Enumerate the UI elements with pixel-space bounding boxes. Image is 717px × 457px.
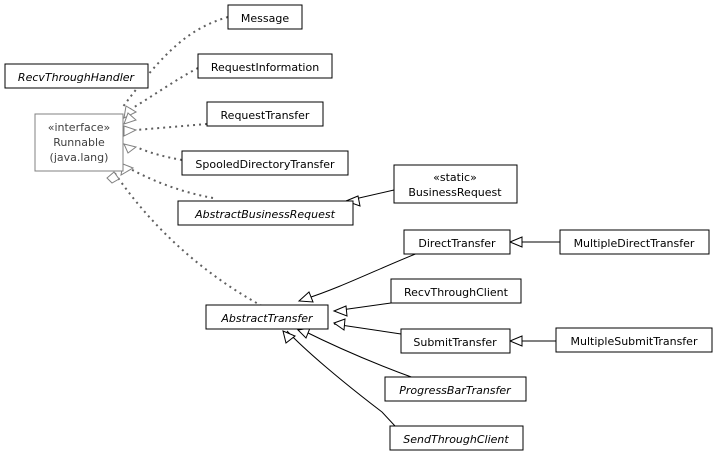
class-message[interactable]: Message <box>227 4 303 30</box>
arrowhead-abstracttransfer-1 <box>297 291 314 303</box>
multiple-direct-transfer-name: MultipleDirectTransfer <box>574 237 695 250</box>
edge-requesttransfer-runnable <box>135 123 208 131</box>
class-spooled-directory-transfer[interactable]: SpooledDirectoryTransfer <box>181 150 349 176</box>
arrowhead-runnable-6 <box>106 171 120 184</box>
class-abstract-transfer[interactable]: AbstractTransfer <box>205 304 329 330</box>
business-request-stereotype: «static» <box>433 171 477 184</box>
request-information-name: RequestInformation <box>211 61 319 74</box>
progress-bar-transfer-name: ProgressBarTransfer <box>399 384 512 397</box>
arrowhead-abstracttransfer-5 <box>282 330 296 344</box>
edge-abstracttransfer-runnable <box>113 171 263 307</box>
class-business-request[interactable]: «static» BusinessRequest <box>393 164 518 204</box>
arrowhead-submit <box>508 335 523 347</box>
class-multiple-direct-transfer[interactable]: MultipleDirectTransfer <box>559 229 710 255</box>
class-runnable[interactable]: «interface» Runnable (java.lang) <box>34 113 124 172</box>
abstract-transfer-name: AbstractTransfer <box>220 312 314 325</box>
class-progress-bar-transfer[interactable]: ProgressBarTransfer <box>384 376 527 402</box>
arrowhead-runnable-4 <box>123 143 138 154</box>
arrowhead-direct <box>508 236 523 248</box>
edge-message-runnable <box>121 16 229 109</box>
class-request-transfer[interactable]: RequestTransfer <box>206 101 324 127</box>
edge-submit-abstracttransfer <box>333 323 402 335</box>
edge-spooled-runnable <box>135 146 183 161</box>
class-direct-transfer[interactable]: DirectTransfer <box>403 229 511 255</box>
runnable-name: Runnable <box>53 136 105 149</box>
edge-direct-abstracttransfer <box>304 252 419 300</box>
business-request-name: BusinessRequest <box>408 186 502 199</box>
class-abstract-business-request[interactable]: AbstractBusinessRequest <box>177 200 354 226</box>
class-request-information[interactable]: RequestInformation <box>197 53 333 79</box>
class-recv-through-client[interactable]: RecvThroughClient <box>390 278 522 304</box>
arrowhead-abstracttransfer-2 <box>332 305 348 317</box>
arrowhead-runnable-3 <box>123 125 138 137</box>
edge-sendclient-abstracttransfer <box>286 330 396 427</box>
submit-transfer-name: SubmitTransfer <box>413 336 497 349</box>
edge-abstractbusiness-runnable <box>124 165 214 199</box>
edge-progressbar-abstracttransfer <box>301 329 415 379</box>
recv-through-client-name: RecvThroughClient <box>404 286 509 299</box>
message-name: Message <box>241 12 289 25</box>
abstract-business-request-name: AbstractBusinessRequest <box>194 208 336 221</box>
direct-transfer-name: DirectTransfer <box>418 237 496 250</box>
multiple-submit-transfer-name: MultipleSubmitTransfer <box>571 335 698 348</box>
spooled-directory-transfer-name: SpooledDirectoryTransfer <box>195 158 335 171</box>
class-multiple-submit-transfer[interactable]: MultipleSubmitTransfer <box>555 327 713 353</box>
generalization-edges <box>286 189 560 427</box>
class-submit-transfer[interactable]: SubmitTransfer <box>400 328 511 354</box>
class-recv-through-handler[interactable]: RecvThroughHandler <box>4 63 149 89</box>
class-send-through-client[interactable]: SendThroughClient <box>389 425 524 451</box>
recv-through-handler-name: RecvThroughHandler <box>18 71 136 84</box>
send-through-client-name: SendThroughClient <box>403 433 509 446</box>
request-transfer-name: RequestTransfer <box>221 109 310 122</box>
runnable-stereotype: «interface» <box>48 121 111 134</box>
arrowhead-abstracttransfer-3 <box>332 318 346 331</box>
edge-recvclient-abstracttransfer <box>340 302 392 311</box>
arrowheads <box>106 105 523 347</box>
realization-edges <box>113 16 263 307</box>
arrowhead-runnable-2 <box>123 112 137 125</box>
runnable-package: (java.lang) <box>50 151 109 164</box>
